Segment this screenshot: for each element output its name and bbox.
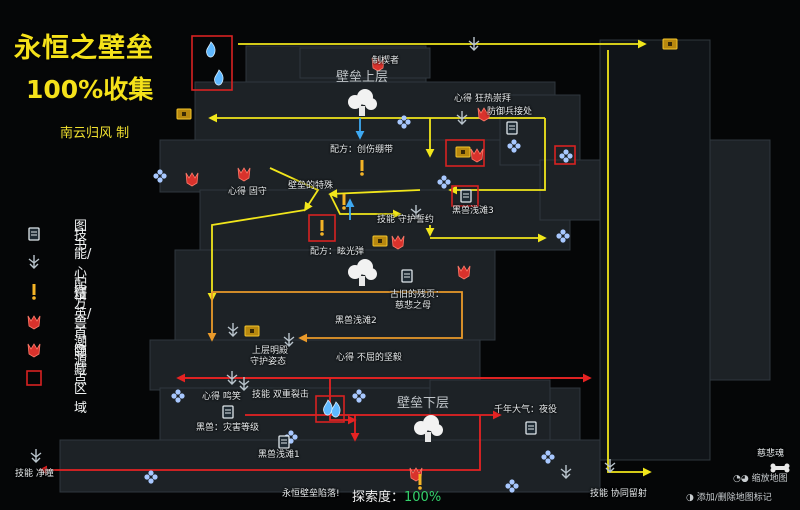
guide-title: 永恒之壁垒: [14, 33, 154, 64]
red-route: [38, 373, 592, 475]
guide-credit: 南云归风 制: [60, 126, 130, 141]
blue-route: [345, 118, 365, 220]
book-icon[interactable]: [506, 121, 518, 135]
orange-route: [207, 291, 463, 343]
exploration-progress: 探索度：100%: [352, 486, 441, 505]
map-label: 防御兵接处: [487, 107, 533, 117]
book-icon[interactable]: [460, 189, 472, 203]
map-label: 千年大气：夜役: [494, 405, 558, 415]
chest-icon[interactable]: [244, 325, 260, 337]
map-label: 黑兽浅滩2: [335, 316, 377, 326]
legend-item-elite: 精英/首领: [22, 288, 91, 360]
map-label: 心得 鸣笑: [202, 392, 241, 402]
chest-icon[interactable]: [372, 235, 388, 247]
hidden-area-box-icon: [22, 367, 46, 389]
map-label: 黑兽浅滩1: [258, 450, 300, 460]
map-label: 古旧的残页：: [390, 290, 445, 300]
toggle-map-hint[interactable]: ◔◕ 缩放地图: [733, 474, 788, 484]
map-label: 技能 净瞳: [15, 469, 54, 479]
area-label-lower: 壁垒下层: [397, 396, 450, 411]
chest-icon[interactable]: [455, 146, 471, 158]
recipe-icon[interactable]: [360, 160, 364, 176]
map-label: 技能 协同留射: [590, 489, 647, 499]
map-label: 配方：创伤绷带: [330, 145, 394, 155]
area-label-upper: 壁垒上层: [336, 70, 389, 85]
map-label: 黑兽：灾害等级: [196, 423, 260, 433]
map-label: 慈悲之母: [395, 301, 432, 311]
book-icon[interactable]: [222, 405, 234, 419]
legend-item-book: 图书: [22, 219, 87, 253]
legend-item-beast-tide: 兽潮源点: [22, 316, 87, 388]
legend-item-recipe: 配方: [22, 277, 87, 311]
skill-icon[interactable]: [604, 458, 616, 473]
map-label: 制楔者: [372, 56, 400, 66]
legend-item-skill: 技能/心得: [22, 228, 91, 300]
map-terrain: [59, 39, 771, 493]
bone-marker-icon: [770, 458, 790, 473]
yellow-route: [207, 39, 652, 477]
exploration-value: 100%: [404, 490, 442, 505]
map-label: 心得 不屈的坚毅: [336, 353, 402, 363]
guide-subtitle: 100%收集: [26, 75, 154, 104]
map-label: 心得 固守: [228, 187, 267, 197]
recipe-icon: [22, 281, 46, 303]
skill-icon[interactable]: [30, 448, 42, 463]
book-icon[interactable]: [525, 421, 537, 435]
map-label: 上层明殿: [252, 346, 289, 356]
legend-item-hidden-area: 隐藏区域: [22, 344, 87, 416]
chest-icon[interactable]: [176, 108, 192, 120]
hidden-area-boxes: [191, 35, 576, 423]
recipe-icon[interactable]: [320, 220, 324, 236]
map-label: 配方：眩光弹: [310, 247, 365, 257]
flame-icon[interactable]: [206, 41, 216, 58]
exploration-label: 探索度：: [352, 490, 405, 505]
book-icon[interactable]: [401, 269, 413, 283]
map-label: 永恒壁垒陷落!: [282, 489, 340, 499]
flame-icon[interactable]: [214, 69, 224, 86]
glasses-icon: ◔◕: [733, 474, 749, 484]
map-label: 慈悲魂: [757, 449, 785, 459]
beast-tide-icon: [22, 339, 46, 361]
book-icon: [22, 223, 46, 245]
map-label: 守护姿态: [250, 357, 287, 367]
map-label: 技能 守护誓约: [377, 215, 434, 225]
map-label: 黑兽浅滩3: [452, 206, 494, 216]
skill-icon: [22, 251, 46, 273]
recipe-icon[interactable]: [342, 194, 346, 210]
elite-icon: [22, 311, 46, 333]
chest-icon[interactable]: [662, 38, 678, 50]
add-marker-hint[interactable]: ◑ 添加/删除地图标记: [686, 493, 772, 503]
map-label: 技能 双重裂击: [252, 390, 309, 400]
mouse-icon: ◑: [686, 493, 694, 503]
map-label: 心得 狂热崇拜: [454, 94, 511, 104]
map-label: 壁垒的特殊: [288, 181, 334, 191]
